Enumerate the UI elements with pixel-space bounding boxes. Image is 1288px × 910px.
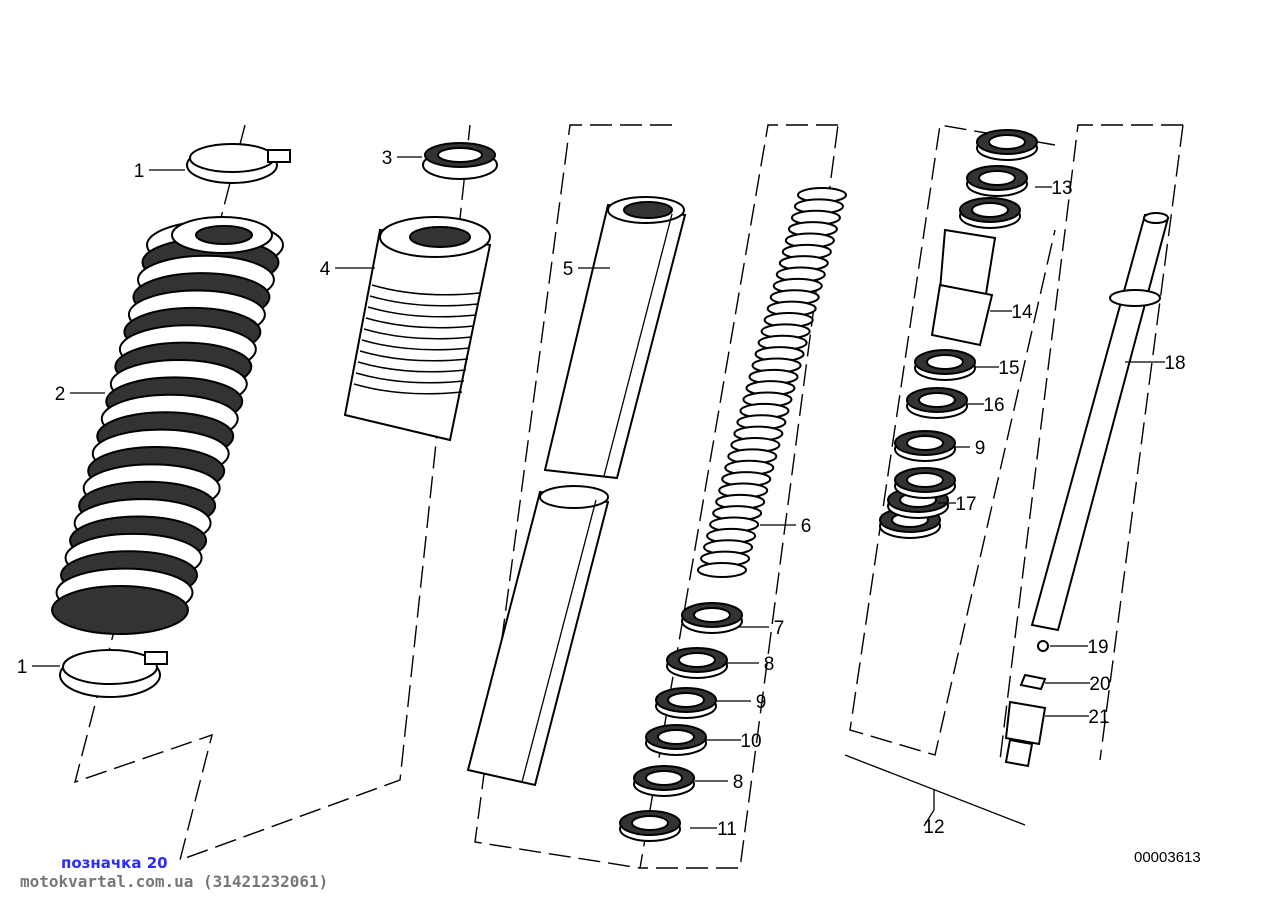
callout-8: 8: [764, 654, 775, 675]
drawing-number: 00003613: [1134, 849, 1201, 866]
callout-12: 12: [923, 817, 944, 838]
shim-13c[interactable]: [959, 197, 1021, 229]
callout-16: 16: [983, 395, 1004, 416]
cover-rib: [361, 339, 471, 351]
ring-16[interactable]: [906, 387, 968, 419]
piston-14[interactable]: [930, 228, 997, 347]
ring-15[interactable]: [914, 349, 976, 381]
callout-17: 17: [955, 494, 976, 515]
callout-8: 8: [733, 772, 744, 793]
callout-10: 10: [740, 731, 761, 752]
callout-14: 14: [1011, 302, 1033, 323]
fork-cover[interactable]: [343, 216, 492, 442]
ball-19: [1037, 640, 1049, 652]
cover-rib: [355, 372, 465, 384]
callout-9: 9: [975, 438, 986, 459]
cover-rib: [367, 306, 477, 318]
fork-tube[interactable]: [466, 196, 687, 787]
damper-rod[interactable]: [1004, 212, 1170, 768]
ring-9b[interactable]: [894, 430, 956, 462]
callout-3: 3: [382, 148, 393, 169]
group-12-line: [844, 754, 1026, 826]
callout-4: 4: [320, 259, 331, 280]
cover-rib: [359, 350, 469, 362]
circlip-11[interactable]: [619, 810, 681, 842]
callout-1: 1: [134, 161, 145, 182]
seal-7[interactable]: [681, 602, 743, 634]
ring-10[interactable]: [645, 724, 707, 756]
cover-rib: [365, 317, 475, 329]
cover-rib: [357, 361, 467, 373]
cover-rib: [371, 284, 481, 296]
bushing-3[interactable]: [422, 142, 498, 180]
clamp-top[interactable]: [186, 143, 291, 184]
callout-9: 9: [756, 692, 767, 713]
cover-rib: [353, 383, 463, 395]
cover-rib: [369, 295, 479, 307]
callout-2: 2: [55, 384, 66, 405]
shim-13a[interactable]: [976, 129, 1038, 161]
boot-fold: [51, 585, 189, 635]
callout-11: 11: [717, 819, 737, 840]
callout-5: 5: [563, 259, 574, 280]
callout-6: 6: [801, 516, 812, 537]
caption-label: позначка 20: [61, 854, 168, 872]
site-watermark: motokvartal.com.ua (31421232061): [20, 872, 329, 891]
cover-rib: [363, 328, 473, 340]
nut-8b[interactable]: [633, 765, 695, 797]
spring-17c[interactable]: [894, 467, 956, 499]
callout-1: 1: [17, 657, 28, 678]
callout-20: 20: [1089, 674, 1110, 695]
shim-13b[interactable]: [966, 165, 1028, 197]
group-outlines: [73, 124, 1184, 869]
callout-18: 18: [1164, 353, 1185, 374]
ring-9[interactable]: [655, 687, 717, 719]
fork-spring[interactable]: [697, 187, 847, 578]
valve-21: [1004, 700, 1047, 746]
spring-coil: [697, 562, 747, 578]
callout-15: 15: [998, 358, 1019, 379]
callout-13: 13: [1051, 178, 1072, 199]
clamp-bottom[interactable]: [59, 649, 168, 698]
leader-line: [923, 809, 935, 827]
rubber-boot[interactable]: [51, 216, 284, 635]
callout-19: 19: [1087, 637, 1108, 658]
callout-21: 21: [1088, 707, 1109, 728]
callout-7: 7: [774, 618, 785, 639]
nut-8[interactable]: [666, 647, 728, 679]
